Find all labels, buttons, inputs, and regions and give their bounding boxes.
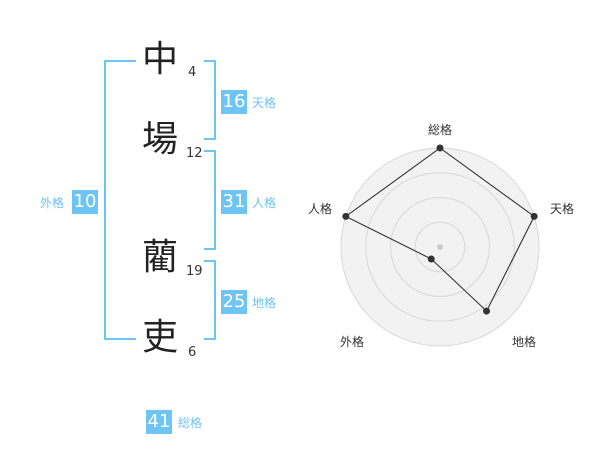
radar-point bbox=[427, 255, 435, 263]
axis-label-soukaku: 総格 bbox=[428, 122, 452, 137]
radar-chart: 総格 天格 地格 外格 人格 bbox=[308, 122, 574, 349]
axis-label-tenkaku: 天格 bbox=[550, 201, 574, 216]
gaikaku-label: 外格 bbox=[40, 196, 65, 210]
chikaku-label: 地格 bbox=[252, 296, 277, 310]
radar-point bbox=[530, 212, 538, 220]
stroke-count-3: 19 bbox=[186, 264, 203, 279]
name-char-3: 藺 bbox=[142, 237, 179, 278]
jinkaku-bracket bbox=[204, 150, 216, 250]
name-char-4: 吏 bbox=[142, 317, 179, 358]
axis-label-jinkaku: 人格 bbox=[308, 201, 332, 216]
tenkaku-label: 天格 bbox=[252, 96, 277, 110]
axis-label-gaikaku: 外格 bbox=[340, 334, 364, 349]
radar-center bbox=[437, 244, 443, 250]
radar-point bbox=[483, 307, 491, 315]
radar-polygon bbox=[344, 147, 535, 312]
axis-label-chikaku: 地格 bbox=[512, 334, 536, 349]
chikaku-value: 25 bbox=[221, 290, 247, 314]
chikaku-bracket bbox=[204, 260, 216, 340]
name-char-2: 場 bbox=[142, 119, 179, 160]
stroke-count-2: 12 bbox=[186, 146, 203, 161]
tenkaku-bracket bbox=[204, 60, 216, 140]
radar-point bbox=[342, 212, 350, 220]
stroke-count-4: 6 bbox=[188, 345, 197, 360]
gaikaku-value: 10 bbox=[72, 190, 98, 214]
jinkaku-label: 人格 bbox=[252, 196, 277, 210]
tenkaku-value: 16 bbox=[221, 90, 247, 114]
soukaku-label: 総格 bbox=[178, 416, 203, 430]
soukaku-value: 41 bbox=[146, 410, 172, 434]
stroke-count-1: 4 bbox=[188, 65, 197, 80]
name-char-1: 中 bbox=[142, 39, 179, 80]
jinkaku-value: 31 bbox=[221, 190, 247, 214]
radar-point bbox=[436, 144, 444, 152]
gaikaku-bracket bbox=[104, 60, 136, 340]
